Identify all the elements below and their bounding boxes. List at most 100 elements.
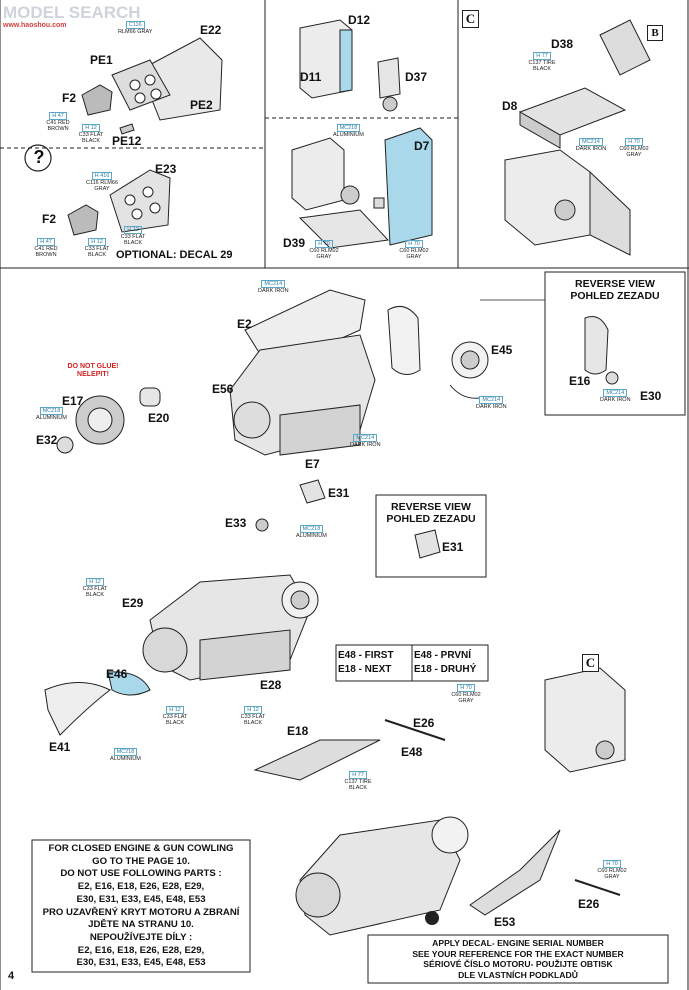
paint-name: DARK IRON (476, 404, 507, 410)
part-label: E26 (578, 897, 600, 911)
paint-name: ALUMINIUM (296, 533, 327, 539)
paint-name: DARK IRON (350, 442, 381, 448)
paint-name: ALUMINIUM (333, 132, 364, 138)
decal-line: SEE YOUR REFERENCE FOR THE EXACT NUMBER (412, 948, 624, 959)
paint-name: ALUMINIUM (36, 415, 67, 421)
part-label: E22 (200, 23, 222, 37)
paint-code: MC218 (299, 525, 324, 533)
paint-code: H 47 (37, 238, 55, 246)
paint-code: MC214 (479, 396, 504, 404)
paint-code: MC214 (261, 280, 286, 288)
paint-name: C41 RED BROWN (46, 120, 70, 132)
part-label: F2 (42, 212, 57, 226)
paint-name: DARK IRON (258, 288, 289, 294)
ref-c-bottom: C (582, 654, 599, 672)
reverse-view-en: REVERSE VIEW (391, 501, 471, 513)
paint-code: H 70 (315, 240, 333, 248)
paint-name: C116 RLM66 GRAY (86, 180, 118, 192)
part-label: E31 (328, 486, 350, 500)
part-label: PE2 (190, 98, 213, 112)
decal-line: DLE VLASTNÍCH PODKLADŮ (458, 969, 578, 980)
part-label: E28 (260, 678, 282, 692)
note-line: JDĚTE NA STRANU 10. (88, 919, 194, 931)
paint-code: H 12 (88, 238, 106, 246)
part-label: E32 (36, 433, 58, 447)
part-label: D38 (551, 37, 574, 51)
question-mark: ? (33, 147, 45, 167)
decal-note: APPLY DECAL- ENGINE SERIAL NUMBER SEE YO… (368, 938, 668, 980)
part-label: E16 (569, 374, 591, 388)
reverse-view-title: REVERSE VIEW POHLED ZEZADU (376, 501, 486, 525)
paint-name: ALUMINIUM (110, 756, 141, 762)
paint-code: H 12 (124, 226, 142, 234)
part-label: E45 (491, 343, 513, 357)
note-line: DO NOT USE FOLLOWING PARTS : (60, 868, 222, 880)
part-label: E7 (305, 457, 320, 471)
paint-code: MC218 (336, 124, 361, 132)
paint-name: RLM66 GRAY (118, 29, 153, 35)
paint-name: C137 TIRE BLACK (344, 779, 372, 791)
order-line: E18 - DRUHÝ (414, 664, 477, 675)
paint-name: C137 TIRE BLACK (528, 60, 556, 72)
paint-name: DARK IRON (600, 397, 631, 403)
cowling-note: FOR CLOSED ENGINE & GUN COWLING GO TO TH… (32, 843, 250, 970)
part-label: E26 (413, 716, 435, 730)
paint-name: C60 RLM02 GRAY (399, 248, 429, 260)
part-label: D39 (283, 236, 306, 250)
note-line: GO TO THE PAGE 10. (92, 855, 190, 867)
order-line: E48 - FIRST (338, 650, 394, 661)
order-en: E48 - FIRST E18 - NEXT (338, 649, 410, 677)
part-label: E20 (148, 411, 170, 425)
paint-name: C41 RED BROWN (34, 246, 58, 258)
paint-name: C33 FLAT BLACK (120, 234, 146, 246)
part-label: E33 (225, 516, 247, 530)
paint-code: H 12 (166, 706, 184, 714)
part-label: D11 (300, 70, 322, 84)
part-label: E46 (106, 667, 128, 681)
paint-name: C33 FLAT BLACK (162, 714, 188, 726)
note-line: E2, E16, E18, E26, E28, E29, (77, 881, 205, 893)
part-label: E30 (640, 389, 662, 403)
do-not-glue-en: DO NOT GLUE! (67, 363, 119, 370)
paint-code: H 12 (244, 706, 262, 714)
part-label: E41 (49, 740, 71, 754)
reverse-view-en: REVERSE VIEW (575, 278, 655, 290)
paint-code: MC214 (579, 138, 603, 146)
paint-name: DARK IRON (575, 146, 607, 152)
part-label: D12 (348, 13, 371, 27)
watermark: MODEL SEARCH (3, 3, 141, 22)
do-not-glue-warning: DO NOT GLUE! NELEPIT! (62, 363, 124, 379)
part-label: E18 (287, 724, 309, 738)
part-label: E56 (212, 382, 234, 396)
paint-code: MC214 (353, 434, 378, 442)
optional-decal-label: OPTIONAL: DECAL 29 (116, 249, 233, 261)
order-line: E18 - NEXT (338, 664, 392, 675)
paint-code: C116 (125, 21, 145, 29)
part-label: F2 (62, 91, 77, 105)
paint-code: H 12 (86, 578, 104, 586)
paint-name: C60 RLM02 GRAY (451, 692, 481, 704)
paint-name: C60 RLM02 GRAY (619, 146, 649, 158)
ref-b: B (647, 25, 663, 41)
order-cz: E48 - PRVNÍ E18 - DRUHÝ (414, 649, 486, 677)
part-label: D37 (405, 70, 428, 84)
paint-name: C60 RLM02 GRAY (597, 868, 627, 880)
part-label: E48 (401, 745, 423, 759)
part-label: PE12 (112, 134, 142, 148)
paint-name: C60 RLM02 GRAY (309, 248, 339, 260)
